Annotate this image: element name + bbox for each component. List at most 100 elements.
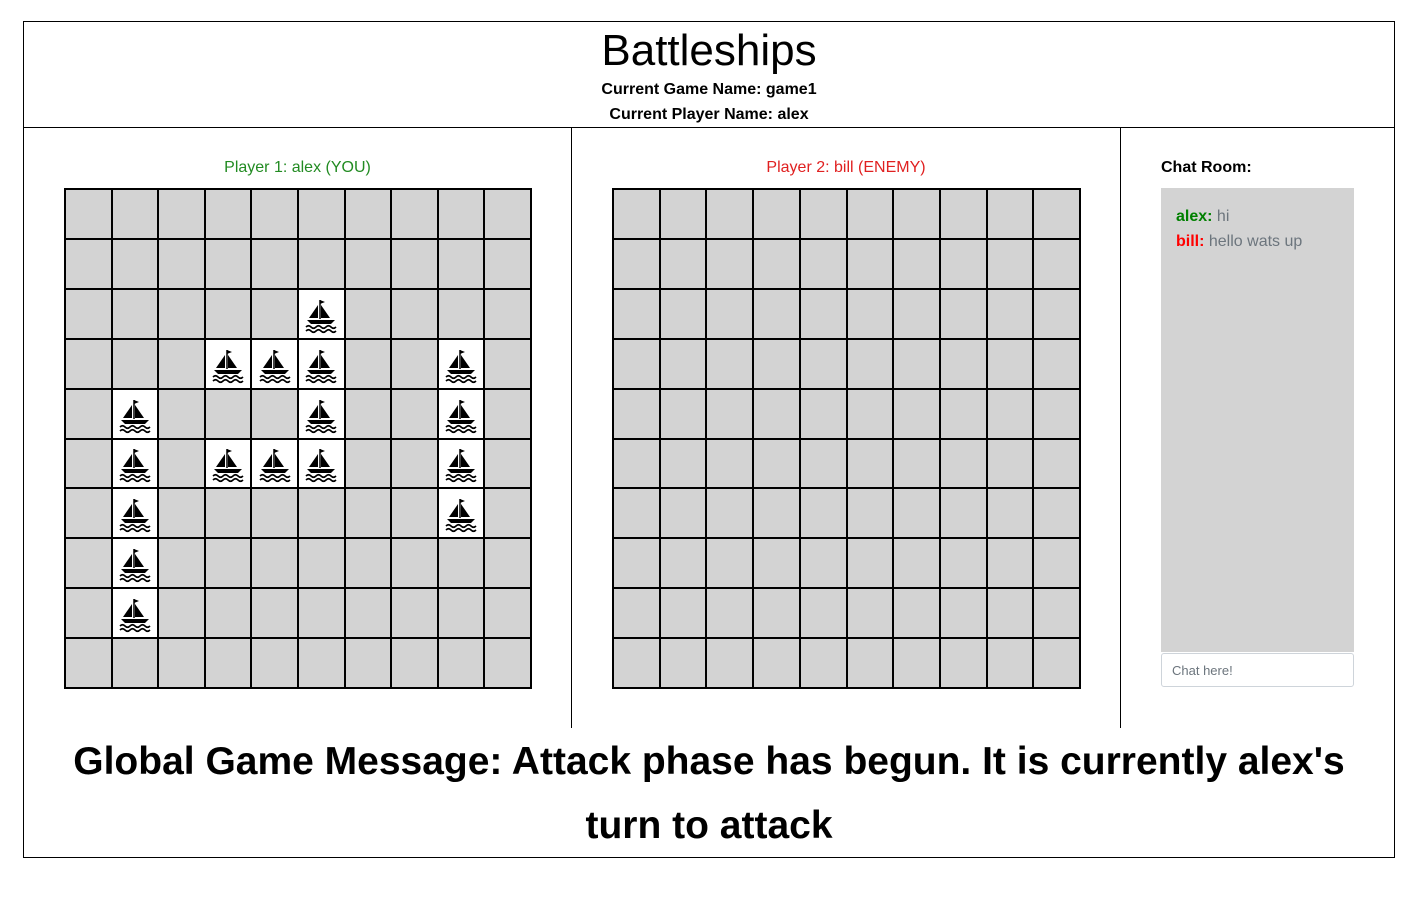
player1-board-cell[interactable] [65,488,112,539]
player2-board-cell[interactable] [613,238,660,289]
player2-board-cell[interactable] [893,588,940,639]
player2-board-cell[interactable] [939,288,987,339]
player1-board-cell[interactable] [484,438,531,489]
player1-board-cell[interactable] [484,238,531,289]
player2-board-cell[interactable] [706,238,754,289]
player2-board-cell[interactable] [1033,638,1080,688]
player1-board-cell[interactable] [204,238,252,289]
player2-board-cell[interactable] [753,638,800,688]
chat-input[interactable] [1161,653,1354,687]
player1-board-cell[interactable] [111,438,159,489]
player1-board-cell[interactable] [158,438,205,489]
player1-board-cell[interactable] [251,338,298,389]
player2-board-cell[interactable] [846,588,894,639]
player2-board-cell[interactable] [799,638,847,688]
player2-board-cell[interactable] [846,189,894,239]
player2-board-cell[interactable] [893,189,940,239]
player2-board-cell[interactable] [986,488,1034,539]
player2-board-cell[interactable] [939,488,987,539]
player1-board-cell[interactable] [158,588,205,639]
player1-board-cell[interactable] [391,338,438,389]
player2-board-cell[interactable] [1033,238,1080,289]
player2-board-cell[interactable] [1033,538,1080,589]
player2-board-cell[interactable] [846,388,894,439]
player1-board-cell[interactable] [391,189,438,239]
player1-board-cell[interactable] [297,638,345,688]
player1-board-cell[interactable] [344,238,392,289]
player1-board-cell[interactable] [111,388,159,439]
player1-board-cell[interactable] [251,538,298,589]
player2-board-cell[interactable] [753,238,800,289]
player2-board-cell[interactable] [939,238,987,289]
player2-board-cell[interactable] [613,438,660,489]
player2-board-cell[interactable] [986,588,1034,639]
player2-board-cell[interactable] [846,488,894,539]
player1-board-cell[interactable] [484,638,531,688]
player2-board-cell[interactable] [1033,338,1080,389]
player1-board-cell[interactable] [344,638,392,688]
player1-board-cell[interactable] [344,388,392,439]
player2-board-cell[interactable] [706,388,754,439]
player2-board-cell[interactable] [939,638,987,688]
player1-board-cell[interactable] [391,488,438,539]
player1-board-cell[interactable] [391,588,438,639]
player2-board-cell[interactable] [613,338,660,389]
player2-board-cell[interactable] [1033,288,1080,339]
player1-board-cell[interactable] [437,238,485,289]
player2-board-cell[interactable] [799,588,847,639]
player2-board-cell[interactable] [846,338,894,389]
player2-board-cell[interactable] [659,189,707,239]
player1-board-cell[interactable] [484,288,531,339]
player1-board-cell[interactable] [111,288,159,339]
player1-board-cell[interactable] [111,189,159,239]
player1-board-cell[interactable] [437,388,485,439]
player2-board-cell[interactable] [846,288,894,339]
player1-board-cell[interactable] [437,638,485,688]
player2-board-cell[interactable] [846,238,894,289]
player2-board-cell[interactable] [753,189,800,239]
player2-board-cell[interactable] [659,538,707,589]
player1-board-cell[interactable] [391,388,438,439]
player1-board-cell[interactable] [484,588,531,639]
player1-board-cell[interactable] [65,388,112,439]
player1-board-cell[interactable] [111,238,159,289]
player1-board-cell[interactable] [484,538,531,589]
player2-board-cell[interactable] [939,438,987,489]
player2-board-cell[interactable] [659,388,707,439]
player2-board-cell[interactable] [659,588,707,639]
player1-board-cell[interactable] [297,189,345,239]
player2-board-cell[interactable] [1033,588,1080,639]
player1-board-cell[interactable] [344,189,392,239]
player1-board-cell[interactable] [484,488,531,539]
player1-board-cell[interactable] [111,338,159,389]
player2-board-cell[interactable] [893,238,940,289]
player2-board-cell[interactable] [1033,488,1080,539]
player2-board-cell[interactable] [799,438,847,489]
player2-board-cell[interactable] [706,588,754,639]
player1-board-cell[interactable] [65,438,112,489]
player2-board-cell[interactable] [753,588,800,639]
player2-board-cell[interactable] [613,538,660,589]
player1-board-cell[interactable] [297,288,345,339]
player1-board-cell[interactable] [344,488,392,539]
player1-board-cell[interactable] [297,588,345,639]
player1-board-cell[interactable] [251,288,298,339]
player2-board-cell[interactable] [986,238,1034,289]
player2-board-cell[interactable] [893,538,940,589]
player2-board-cell[interactable] [613,388,660,439]
player2-board-cell[interactable] [659,638,707,688]
player2-board-cell[interactable] [1033,388,1080,439]
player1-board-cell[interactable] [158,638,205,688]
player2-board-cell[interactable] [706,189,754,239]
player2-board-cell[interactable] [753,538,800,589]
player1-board-cell[interactable] [158,288,205,339]
player2-board-cell[interactable] [893,338,940,389]
player2-board-cell[interactable] [1033,438,1080,489]
player1-board-cell[interactable] [344,438,392,489]
player1-board-cell[interactable] [204,388,252,439]
player1-board-cell[interactable] [484,338,531,389]
player1-board-cell[interactable] [391,238,438,289]
player2-board-cell[interactable] [893,488,940,539]
player1-board-cell[interactable] [204,338,252,389]
player1-board-cell[interactable] [344,538,392,589]
